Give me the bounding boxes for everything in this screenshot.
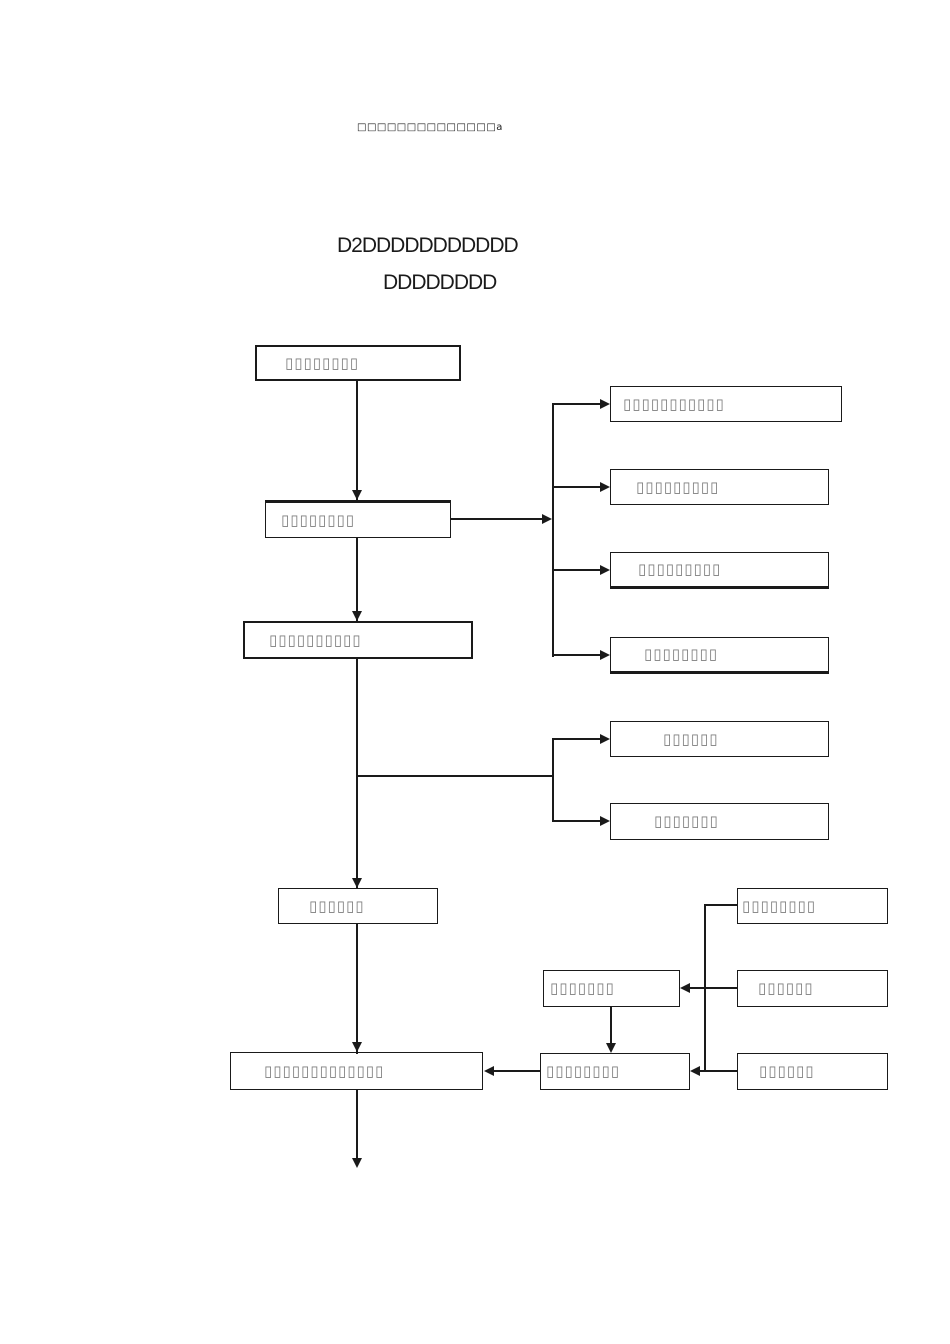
connector-step2-step3	[356, 538, 358, 623]
connector-branch1-item2	[553, 486, 602, 488]
flow-box-middle-item2: ▯▯▯▯▯▯▯▯	[540, 1053, 690, 1090]
connector-branch1-spine	[552, 403, 554, 657]
connector-step4-step5	[356, 924, 358, 1054]
flow-box-branch1-item2-label: ▯▯▯▯▯▯▯▯▯	[636, 477, 720, 496]
arrow-left-icon	[484, 1066, 494, 1076]
flow-box-branch1-item2: ▯▯▯▯▯▯▯▯▯	[610, 469, 829, 505]
flow-box-rightcol-item3: ▯▯▯▯▯▯	[737, 1053, 888, 1090]
arrow-right-icon	[600, 816, 610, 826]
flow-box-step2: ▯▯▯▯▯▯▯▯	[265, 500, 451, 538]
flow-box-step1-label: ▯▯▯▯▯▯▯▯	[285, 353, 360, 372]
document-title-line1: D2DDDDDDDDDDD	[337, 234, 519, 257]
arrow-right-icon	[600, 565, 610, 575]
connector-step3-branch2	[357, 775, 554, 777]
arrow-down-icon	[352, 1042, 362, 1052]
flow-box-rightcol-item2: ▯▯▯▯▯▯	[737, 970, 888, 1007]
arrow-down-icon	[352, 490, 362, 500]
flow-box-step5: ▯▯▯▯▯▯▯▯▯▯▯▯▯	[230, 1052, 483, 1090]
flow-box-step5-label: ▯▯▯▯▯▯▯▯▯▯▯▯▯	[264, 1061, 385, 1080]
header-note: □□□□□□□□□□□□□□a	[357, 122, 503, 133]
connector-step2-branch1	[451, 518, 546, 520]
flow-box-rightcol-item1: ▯▯▯▯▯▯▯▯	[737, 888, 888, 924]
arrow-right-icon	[600, 482, 610, 492]
flow-box-middle-item2-label: ▯▯▯▯▯▯▯▯	[546, 1062, 621, 1080]
connector-rightcol1-stub	[705, 904, 737, 906]
connector-branch2-spine	[552, 738, 554, 822]
connector-branch2-item1	[553, 738, 602, 740]
connector-rightcol3-stub	[705, 1070, 737, 1072]
arrow-down-icon	[606, 1043, 616, 1053]
arrow-right-icon	[600, 734, 610, 744]
connector-middle2-step5	[493, 1070, 540, 1072]
connector-step1-step2	[356, 380, 358, 502]
flow-box-branch1-item4: ▯▯▯▯▯▯▯▯	[610, 637, 829, 674]
arrow-left-icon	[680, 983, 690, 993]
flow-box-branch1-item3: ▯▯▯▯▯▯▯▯▯	[610, 552, 829, 589]
connector-branch2-item2	[553, 820, 602, 822]
flow-box-step3: ▯▯▯▯▯▯▯▯▯▯	[243, 621, 473, 659]
flow-box-branch1-item4-label: ▯▯▯▯▯▯▯▯	[644, 645, 719, 663]
connector-step3-step4	[356, 659, 358, 889]
flow-box-rightcol-item2-label: ▯▯▯▯▯▯	[758, 979, 814, 997]
flow-box-middle-item1: ▯▯▯▯▯▯▯	[543, 970, 680, 1007]
flow-box-branch1-item1-label: ▯▯▯▯▯▯▯▯▯▯▯	[623, 394, 725, 413]
flow-box-branch1-item1: ▯▯▯▯▯▯▯▯▯▯▯	[610, 386, 842, 422]
flow-box-step1: ▯▯▯▯▯▯▯▯	[255, 345, 461, 381]
flow-box-step3-label: ▯▯▯▯▯▯▯▯▯▯	[269, 630, 362, 649]
connector-branch1-item3	[553, 569, 602, 571]
flow-box-step2-label: ▯▯▯▯▯▯▯▯	[281, 510, 356, 529]
arrow-right-icon	[542, 514, 552, 524]
connector-middle1-middle2	[610, 1007, 612, 1047]
flow-box-branch2-item2-label: ▯▯▯▯▯▯▯	[654, 812, 719, 830]
arrow-right-icon	[600, 399, 610, 409]
connector-rightcol2-middle1	[690, 987, 737, 989]
connector-branch1-item1	[553, 403, 602, 405]
arrow-down-icon	[352, 878, 362, 888]
flow-box-branch2-item2: ▯▯▯▯▯▯▯	[610, 803, 829, 840]
flow-box-rightcol-item1-label: ▯▯▯▯▯▯▯▯	[742, 896, 817, 915]
document-title-line2: DDDDDDDD	[383, 271, 497, 294]
connector-joint-middle2	[699, 1070, 706, 1072]
connector-branch1-item4	[553, 654, 602, 656]
flow-box-rightcol-item3-label: ▯▯▯▯▯▯	[759, 1062, 815, 1080]
flow-box-branch1-item3-label: ▯▯▯▯▯▯▯▯▯	[638, 560, 722, 578]
arrow-down-icon	[352, 611, 362, 621]
arrow-down-icon	[352, 1158, 362, 1168]
flow-box-branch2-item1-label: ▯▯▯▯▯▯	[663, 729, 719, 748]
flow-box-step4-label: ▯▯▯▯▯▯	[309, 896, 365, 915]
arrow-right-icon	[600, 650, 610, 660]
flow-box-branch2-item1: ▯▯▯▯▯▯	[610, 721, 829, 757]
flow-box-step4: ▯▯▯▯▯▯	[278, 888, 438, 924]
arrow-left-icon	[690, 1066, 700, 1076]
flow-box-middle-item1-label: ▯▯▯▯▯▯▯	[550, 979, 615, 997]
connector-step5-continuation	[356, 1090, 358, 1160]
connector-rightcol-joint	[704, 904, 706, 1072]
